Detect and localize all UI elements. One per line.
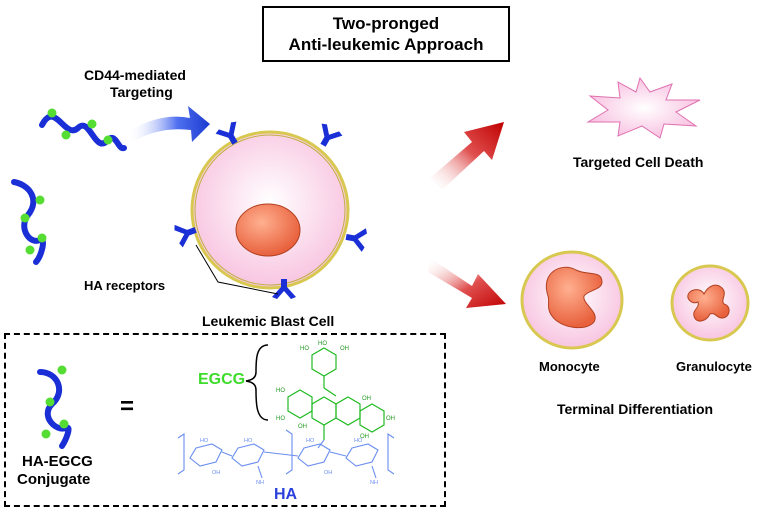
monocyte-label: Monocyte (539, 359, 600, 374)
svg-text:OH: OH (212, 470, 220, 476)
targeted-cell-death-label: Targeted Cell Death (573, 154, 704, 170)
svg-text:HO: HO (276, 388, 285, 394)
svg-text:OH: OH (340, 346, 349, 352)
svg-text:HO: HO (276, 416, 285, 422)
svg-text:HO: HO (300, 346, 309, 352)
svg-text:HO: HO (244, 438, 253, 444)
cell-death-burst (586, 76, 701, 139)
conjugate-label-line-2: Conjugate (17, 471, 91, 488)
leukemic-blast-cell-label: Leukemic Blast Cell (202, 313, 335, 329)
svg-text:HO: HO (318, 341, 327, 347)
terminal-differentiation-label: Terminal Differentiation (557, 401, 714, 417)
svg-text:NH: NH (256, 480, 264, 486)
egcg-bracket (245, 344, 269, 421)
title-box: Two-pronged Anti-leukemic Approach (262, 6, 510, 62)
svg-text:OH: OH (386, 416, 395, 422)
legend-box (4, 333, 446, 507)
granulocyte-cell (670, 264, 750, 342)
ha-backbone-labels: HO HO HO HO OH NH NH OH (200, 438, 378, 486)
leukemic-blast-cell (190, 130, 350, 290)
ha-receptors-callout (195, 244, 279, 295)
svg-text:NH: NH (370, 480, 378, 486)
conjugate-label-line-1: HA-EGCG (22, 453, 93, 470)
ha-receptors (174, 121, 368, 299)
equals-sign: = (120, 393, 135, 420)
nucleus (235, 203, 301, 257)
egcg-molecule (287, 347, 385, 440)
svg-text:HO: HO (200, 438, 209, 444)
svg-text:HO: HO (306, 438, 315, 444)
egcg-labels: HO OH HO HO HO OH OH OH OH (276, 341, 395, 440)
legend-polymer (37, 365, 72, 449)
monocyte-nucleus (545, 266, 603, 329)
title-line-1: Two-pronged (332, 14, 440, 33)
ha-receptors-label: HA receptors (84, 278, 166, 293)
granulocyte-nucleus (687, 284, 730, 322)
egcg-label: EGCG (198, 371, 246, 388)
red-arrow-upper (430, 122, 504, 190)
svg-text:OH: OH (360, 434, 369, 440)
targeting-label-line-2: Targeting (110, 84, 173, 100)
svg-text:OH: OH (324, 470, 332, 476)
title-line-2: Anti-leukemic Approach (288, 35, 484, 54)
targeting-arrow (128, 106, 210, 142)
red-arrow-lower (428, 258, 506, 308)
ha-backbone (177, 429, 395, 479)
ha-egcg-polymer-1 (39, 108, 127, 152)
ha-label: HA (274, 486, 298, 503)
targeting-label-line-1: CD44-mediated (84, 67, 186, 83)
ha-egcg-polymer-2 (11, 179, 47, 265)
svg-text:HO: HO (354, 438, 363, 444)
svg-text:OH: OH (298, 424, 307, 430)
granulocyte-label: Granulocyte (676, 359, 752, 374)
monocyte-cell (520, 250, 624, 350)
svg-text:OH: OH (362, 396, 371, 402)
